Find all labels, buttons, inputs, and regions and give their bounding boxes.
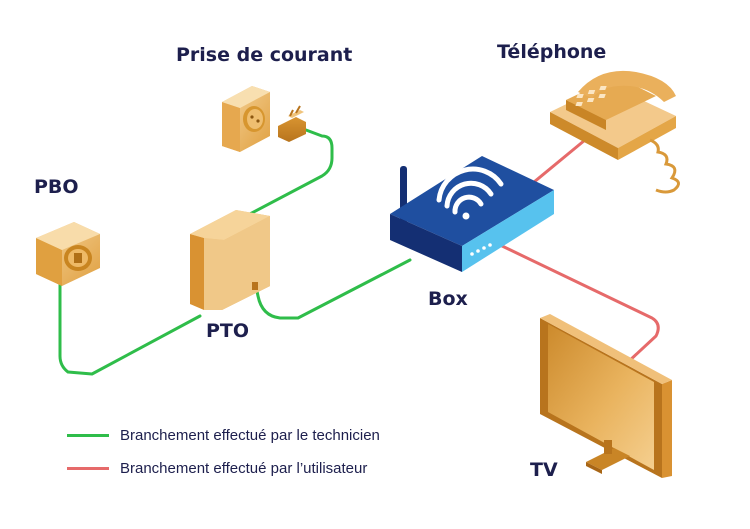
cable-pto-to-box bbox=[253, 258, 412, 320]
label-pto: PTO bbox=[206, 320, 250, 342]
telephone bbox=[550, 70, 680, 194]
label-telephone: Téléphone bbox=[497, 41, 607, 63]
television bbox=[540, 314, 672, 478]
legend-label-technician: Branchement effectué par le technicien bbox=[120, 427, 380, 444]
label-box: Box bbox=[428, 288, 468, 310]
cable-box-to-tv bbox=[498, 243, 660, 364]
technician-cables bbox=[58, 128, 412, 376]
legend-label-user: Branchement effectué par l’utilisateur bbox=[120, 460, 368, 477]
cable-pto-to-prise bbox=[244, 128, 334, 218]
power-plug bbox=[278, 105, 306, 142]
pbo-box bbox=[36, 222, 100, 286]
legend-swatch-red bbox=[67, 467, 109, 470]
label-pbo: PBO bbox=[34, 176, 79, 198]
legend-swatch-green bbox=[67, 434, 109, 437]
pto-box bbox=[190, 210, 270, 310]
power-outlet bbox=[222, 86, 270, 152]
label-tv: TV bbox=[530, 459, 558, 481]
legend-item-user: Branchement effectué par l’utilisateur bbox=[67, 460, 367, 477]
internet-box bbox=[390, 156, 554, 272]
label-power-outlet: Prise de courant bbox=[176, 44, 353, 66]
legend-item-technician: Branchement effectué par le technicien bbox=[67, 427, 380, 444]
cable-pbo-to-pto bbox=[58, 283, 202, 376]
